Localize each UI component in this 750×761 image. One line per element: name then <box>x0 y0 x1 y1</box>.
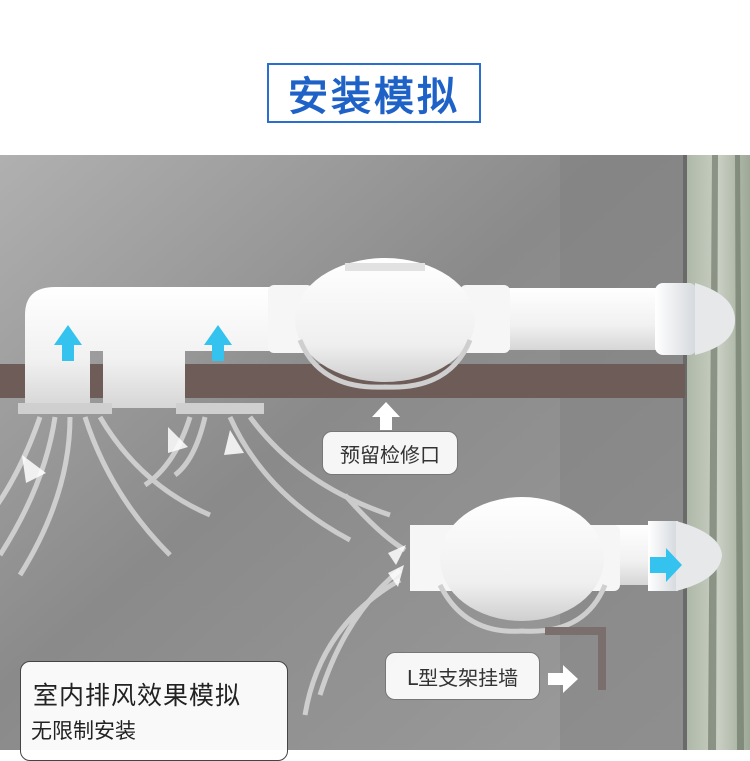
info-panel: 室内排风效果模拟 无限制安装 <box>20 661 288 761</box>
l-bracket-callout: L型支架挂墙 <box>385 652 540 700</box>
upper-inline-fan <box>295 258 475 382</box>
page-title: 安装模拟 <box>288 74 460 120</box>
header-area: 安装模拟 <box>0 0 750 155</box>
duct-elbow <box>25 287 290 408</box>
fan-collar <box>460 285 510 353</box>
panel-heading: 室内排风效果模拟 <box>33 681 242 710</box>
airflow-arrowheads <box>22 427 406 587</box>
title-box: 安装模拟 <box>267 63 481 123</box>
lower-inline-fan <box>440 497 604 621</box>
ceiling-vent <box>176 403 264 414</box>
fan-bracket <box>297 339 473 390</box>
wall-cap <box>655 283 697 355</box>
wall-pillar-shade <box>560 155 685 750</box>
white-arrow-icon <box>372 402 400 430</box>
fan-top <box>345 263 425 271</box>
inspection-port-callout: 预留检修口 <box>322 431 458 475</box>
airflow-lines <box>0 415 407 716</box>
ceiling-vent <box>18 403 112 414</box>
wall-edge <box>683 155 687 750</box>
up-arrow-icon <box>204 325 232 361</box>
fan-bracket <box>437 583 608 634</box>
installation-scene <box>0 155 750 750</box>
lower-wall-cap-hood <box>676 521 722 591</box>
up-arrow-icon <box>54 325 82 361</box>
right-arrow-icon <box>650 548 682 582</box>
scene-illustration <box>0 155 750 750</box>
panel-subheading: 无限制安装 <box>31 719 136 743</box>
tree-trunk <box>735 155 744 750</box>
wall-cap-hood <box>695 283 735 355</box>
l-bracket <box>545 627 606 690</box>
white-arrow-icon <box>548 665 578 693</box>
